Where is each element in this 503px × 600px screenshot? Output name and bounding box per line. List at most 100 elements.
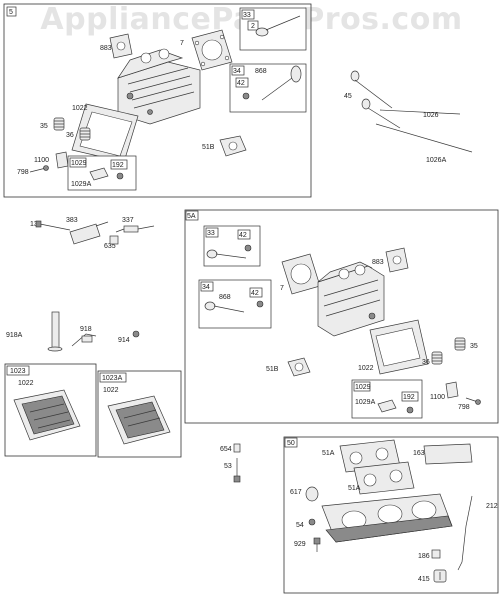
label-5a-42: 42 bbox=[239, 232, 247, 239]
valve-intake-part[interactable] bbox=[255, 15, 301, 37]
group-50[interactable]: 50 51A 51A 163 617 212 bbox=[283, 436, 499, 594]
head-gasket-7-part[interactable] bbox=[191, 29, 233, 71]
valve-cover-1023-part[interactable] bbox=[13, 389, 81, 441]
label-13: 13 bbox=[30, 221, 38, 228]
clamp-617-part[interactable] bbox=[305, 486, 319, 502]
label-2: 2 bbox=[251, 23, 255, 30]
bracket-1100-part[interactable] bbox=[55, 151, 69, 169]
bolt-929-part[interactable] bbox=[313, 537, 321, 552]
group-1023a[interactable]: 1023A 1022 bbox=[97, 370, 182, 458]
bracket-5a-1100-part[interactable] bbox=[445, 381, 459, 399]
label-635: 635 bbox=[104, 243, 116, 250]
label-53: 53 bbox=[224, 463, 232, 470]
label-5a-42b: 42 bbox=[251, 290, 259, 297]
label-42: 42 bbox=[237, 80, 245, 87]
cylinder-head-5a-part[interactable] bbox=[317, 261, 385, 337]
tube-212-part[interactable] bbox=[457, 495, 473, 571]
fitting-654-part[interactable] bbox=[233, 443, 241, 453]
group-50-label: 50 bbox=[287, 440, 295, 447]
label-50-51a: 51A bbox=[322, 450, 335, 457]
fitting-635-part[interactable] bbox=[109, 235, 119, 245]
label-5a-868: 868 bbox=[219, 294, 231, 301]
group-5a[interactable]: 5A 33 42 883 7 bbox=[184, 209, 499, 424]
label-383: 383 bbox=[66, 217, 78, 224]
manifold-gasket-51a-2-part[interactable] bbox=[353, 461, 415, 495]
rocker-arm-5a-part[interactable] bbox=[377, 399, 414, 414]
valve-cover-1023a-part[interactable] bbox=[107, 395, 171, 445]
group-5[interactable]: 5 883 7 33 2 bbox=[3, 3, 312, 198]
cover-gasket-5a-1022-part[interactable] bbox=[369, 319, 429, 375]
plug-415-part[interactable] bbox=[433, 569, 447, 583]
group-1023-frame bbox=[4, 363, 97, 457]
label-192: 192 bbox=[112, 162, 124, 169]
label-914: 914 bbox=[118, 337, 130, 344]
exhaust-gasket-51b-part[interactable] bbox=[219, 135, 247, 157]
label-1026a: 1026A bbox=[426, 157, 447, 164]
label-1029a: 1029A bbox=[71, 181, 92, 188]
cylinder-head-part[interactable] bbox=[117, 48, 201, 125]
valve-5a-intake-part[interactable] bbox=[206, 244, 252, 259]
label-51b: 51B bbox=[202, 144, 215, 151]
rocker-arm-part[interactable] bbox=[89, 167, 124, 181]
label-50-51a2: 51A bbox=[348, 485, 361, 492]
label-36: 36 bbox=[66, 132, 74, 139]
screw-5a-798-part[interactable] bbox=[465, 397, 481, 405]
group-5-label: 5 bbox=[9, 9, 13, 16]
label-5a-51b: 51B bbox=[266, 366, 279, 373]
spring-5a-36-part[interactable] bbox=[431, 351, 443, 365]
group-5-frame bbox=[3, 3, 312, 198]
group-5-tag bbox=[6, 6, 17, 17]
label-50-415: 415 bbox=[418, 576, 430, 583]
heat-shield-163-part[interactable] bbox=[423, 443, 473, 465]
gasket-5a-883-part[interactable] bbox=[385, 247, 409, 273]
exhaust-gasket-5a-51b-part[interactable] bbox=[287, 357, 311, 377]
label-654: 654 bbox=[220, 446, 232, 453]
group-1023[interactable]: 1023 1022 bbox=[4, 363, 97, 457]
screw-798-part[interactable] bbox=[29, 165, 49, 173]
label-918a: 918A bbox=[6, 332, 23, 339]
screw-914-part[interactable] bbox=[132, 330, 140, 338]
label-918: 918 bbox=[80, 326, 92, 333]
manifold-gasket-51a-part[interactable] bbox=[339, 439, 401, 473]
group-1023a-label: 1023A bbox=[102, 375, 123, 382]
spring-35-part[interactable] bbox=[53, 117, 65, 131]
label-5a-36: 36 bbox=[422, 359, 430, 366]
label-1023a-1022: 1022 bbox=[103, 387, 119, 394]
exhaust-manifold-part[interactable] bbox=[321, 493, 453, 543]
spark-plug-337-part[interactable] bbox=[115, 225, 155, 233]
pushrods-group[interactable]: 45 1026 1026A bbox=[344, 70, 473, 164]
dipstick-tube-918a-part[interactable] bbox=[47, 311, 63, 352]
group-5a-label: 5A bbox=[187, 213, 196, 220]
label-50-617: 617 bbox=[290, 489, 302, 496]
spring-5a-35-part[interactable] bbox=[454, 337, 466, 351]
cover-gasket-1022-part[interactable] bbox=[71, 103, 139, 163]
label-337: 337 bbox=[122, 217, 134, 224]
label-1022: 1022 bbox=[72, 105, 88, 112]
fitting-186-part[interactable] bbox=[431, 549, 441, 559]
label-50-54: 54 bbox=[296, 522, 304, 529]
label-5a-798: 798 bbox=[458, 404, 470, 411]
stud-53-part[interactable] bbox=[233, 458, 241, 483]
label-45: 45 bbox=[344, 93, 352, 100]
label-1100: 1100 bbox=[34, 157, 49, 164]
label-5a-7: 7 bbox=[280, 285, 284, 292]
label-798: 798 bbox=[17, 169, 29, 176]
breather-383-part[interactable] bbox=[69, 221, 109, 245]
valve-5a-exhaust-part[interactable] bbox=[204, 300, 264, 313]
gasket-883-part[interactable] bbox=[109, 33, 133, 59]
label-7: 7 bbox=[180, 40, 184, 47]
label-883: 883 bbox=[100, 45, 112, 52]
spring-36-part[interactable] bbox=[79, 127, 91, 141]
group-5a-tag bbox=[185, 210, 199, 221]
label-1023-1022: 1022 bbox=[18, 380, 34, 387]
bolt-13-part[interactable] bbox=[35, 220, 71, 231]
dipstick-918-part[interactable] bbox=[71, 333, 97, 347]
loose-parts-bottom[interactable]: 654 53 bbox=[220, 443, 241, 483]
label-5a-1022: 1022 bbox=[358, 365, 374, 372]
head-gasket-5a-7-part[interactable] bbox=[281, 253, 321, 295]
label-5a-883: 883 bbox=[372, 259, 384, 266]
screw-54-part[interactable] bbox=[308, 518, 316, 526]
loose-parts-middle[interactable]: 13 383 337 635 918A 918 914 bbox=[6, 217, 155, 352]
valve-exhaust-part[interactable] bbox=[242, 65, 302, 101]
